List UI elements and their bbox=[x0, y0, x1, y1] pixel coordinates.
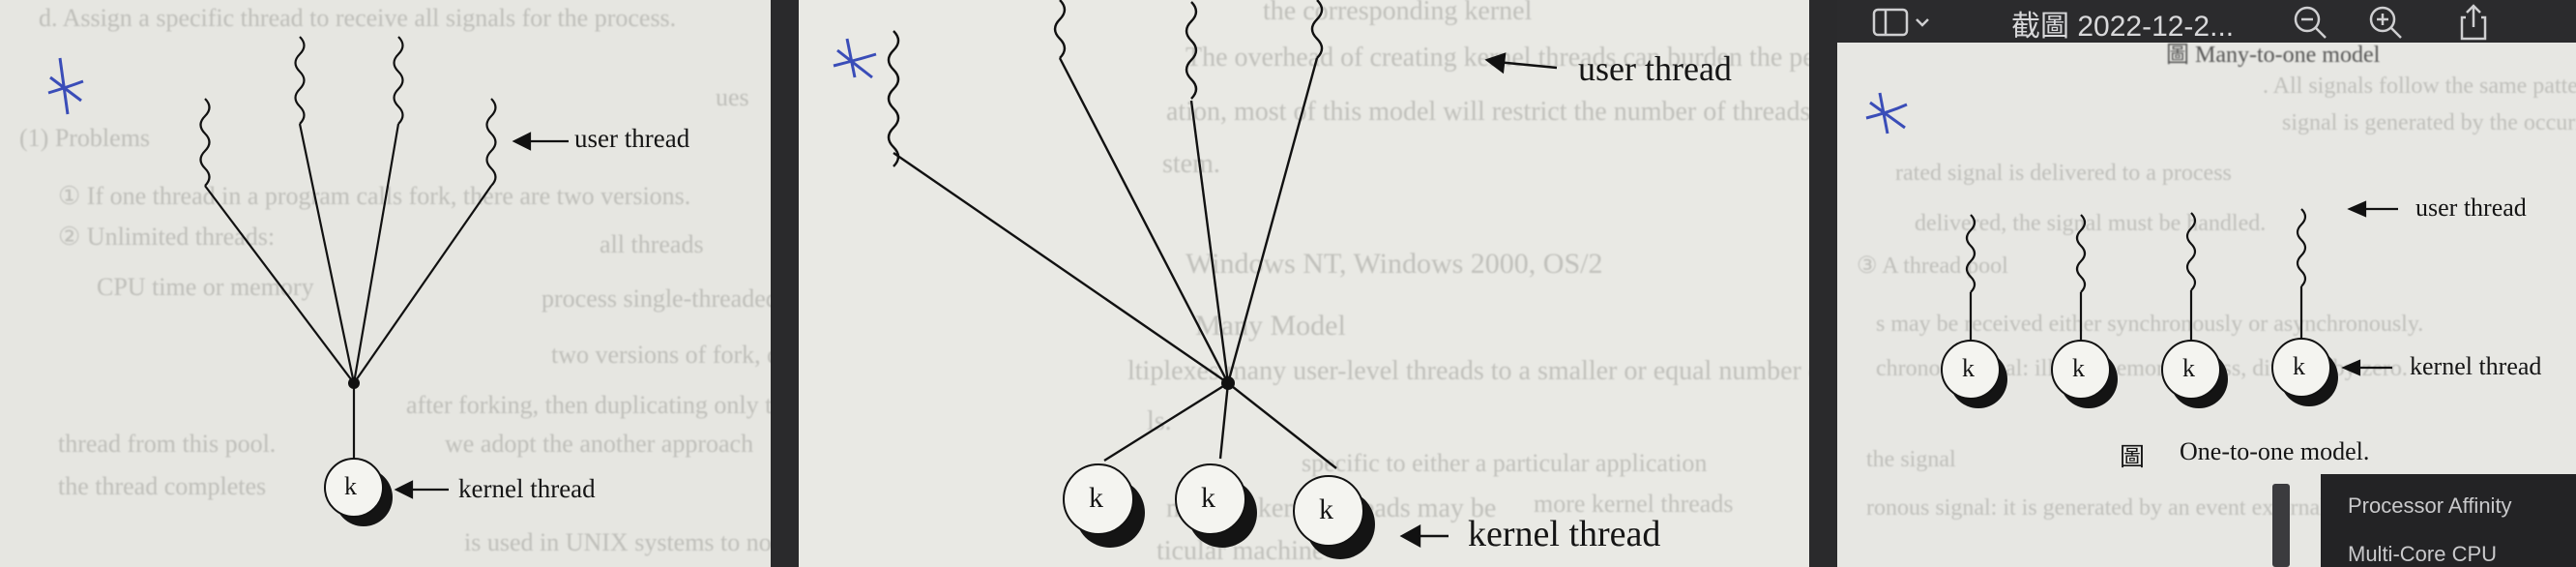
pen-mark-icon bbox=[47, 57, 84, 115]
bg-text-line: rated signal is delivered to a process bbox=[1895, 161, 2232, 186]
kernel-k-label: k bbox=[2182, 354, 2195, 382]
many-to-many-diagram bbox=[833, 0, 1558, 559]
many-to-one-diagram bbox=[47, 36, 569, 526]
bg-text-line: after forking, then duplicating only the… bbox=[406, 391, 771, 419]
window-gap bbox=[771, 0, 799, 567]
screenshot-panel-many-to-one: d. Assign a specific thread to receive a… bbox=[0, 0, 771, 567]
kernel-circle bbox=[2051, 340, 2111, 400]
user-thread-label: user thread bbox=[2415, 194, 2527, 222]
bg-text-line: (1) Problems bbox=[19, 124, 151, 152]
bg-text-line: two versions of fork, depending on the a… bbox=[551, 341, 771, 369]
bg-text-line: delivered, the signal must be handled. bbox=[1915, 211, 2267, 236]
user-thread-squiggle bbox=[2185, 212, 2197, 291]
kernel-k-label: k bbox=[344, 472, 357, 500]
screenshot-panel-many-to-many: the corresponding kernel The overhead of… bbox=[799, 0, 1809, 567]
user-thread-squiggle bbox=[1185, 1, 1198, 100]
figure-caption-icon: 圖 bbox=[2120, 443, 2146, 471]
user-thread-squiggle bbox=[2075, 214, 2087, 293]
bg-text-line: more kernel threads bbox=[1534, 490, 1734, 518]
sidebar-item-multi-core-cpu[interactable]: Multi-Core CPU bbox=[2348, 542, 2498, 566]
kernel-thread-label: kernel thread bbox=[2410, 352, 2542, 380]
bg-text-line: d. Assign a specific thread to receive a… bbox=[39, 4, 677, 32]
window-toolbar: 截圖 2022-12-2... bbox=[1837, 0, 2576, 43]
kernel-k-label: k bbox=[1089, 482, 1103, 514]
preview-window: 截圖 2022-12-2... 圖 Many-to-one model . Al… bbox=[1837, 0, 2576, 567]
kernel-circle bbox=[2161, 340, 2221, 400]
junction-dot bbox=[348, 377, 360, 389]
bg-text-line: all threads bbox=[600, 230, 704, 258]
kernel-thread-label: kernel thread bbox=[1468, 514, 1661, 554]
pen-mark-icon bbox=[1865, 92, 1908, 134]
window-gap bbox=[1809, 0, 1837, 567]
kernel-circle bbox=[1293, 475, 1364, 547]
user-thread-squiggle bbox=[294, 36, 306, 125]
bg-text-line: process single-threaded bbox=[542, 284, 771, 313]
junction-dot bbox=[1221, 376, 1235, 390]
share-icon[interactable] bbox=[2456, 4, 2495, 41]
user-thread-label: user thread bbox=[1578, 49, 1732, 88]
bg-text-line: ues bbox=[716, 83, 749, 111]
bg-text-line: ronous signal: it is generated by an eve… bbox=[1866, 495, 2327, 521]
sidebar-toggle-icon[interactable] bbox=[1872, 4, 1940, 39]
window-title: 截圖 2022-12-2... bbox=[2011, 11, 2235, 43]
zoom-out-icon[interactable] bbox=[2292, 4, 2330, 39]
kernel-thread-label: kernel thread bbox=[458, 474, 596, 503]
kernel-circle bbox=[1941, 340, 2001, 400]
user-thread-squiggle bbox=[887, 30, 900, 167]
kernel-k-label: k bbox=[2293, 352, 2305, 380]
kernel-circle bbox=[2271, 338, 2331, 398]
bg-text-line: ation, most of this model will restrict … bbox=[1166, 97, 1809, 127]
bg-text-line: the corresponding kernel bbox=[1263, 0, 1533, 26]
user-thread-label: user thread bbox=[574, 124, 690, 153]
kernel-k-label: k bbox=[1962, 354, 1975, 382]
bg-text-line: the thread completes bbox=[58, 472, 267, 500]
user-thread-squiggle bbox=[1053, 0, 1067, 59]
kernel-circle bbox=[1175, 463, 1246, 535]
bg-text-line: is used in UNIX systems to notify a proc… bbox=[464, 528, 771, 556]
user-thread-squiggle bbox=[2296, 208, 2307, 287]
kernel-circle bbox=[324, 458, 384, 518]
bg-text-line: ② Unlimited threads: bbox=[58, 223, 276, 251]
bg-text-line: ① If one thread in a program calls fork,… bbox=[58, 182, 691, 210]
one-to-one-diagram bbox=[1865, 92, 2398, 408]
top-caption: 圖 Many-to-one model bbox=[2166, 43, 2381, 68]
user-thread-squiggle bbox=[1965, 214, 1976, 293]
kernel-k-label: k bbox=[2072, 354, 2085, 382]
bg-text-line: s may be received either synchronously o… bbox=[1876, 312, 2424, 337]
scrollbar[interactable] bbox=[2272, 484, 2290, 567]
user-thread-squiggle bbox=[485, 98, 497, 187]
user-thread-squiggle bbox=[393, 36, 404, 125]
bg-text-line: specific to either a particular applicat… bbox=[1302, 449, 1708, 477]
bg-text-line: signal is generated by the occurrence of… bbox=[2282, 110, 2576, 135]
bg-text-line: the signal bbox=[1866, 447, 1956, 472]
kernel-circle bbox=[1063, 463, 1134, 535]
bg-text-line: ③ A thread pool bbox=[1857, 254, 2008, 279]
user-thread-squiggle bbox=[1310, 0, 1324, 59]
bg-text-line: CPU time or memory bbox=[97, 273, 314, 301]
kernel-k-label: k bbox=[1201, 482, 1215, 514]
figure-caption: One-to-one model. bbox=[2180, 437, 2370, 465]
sidebar-item-processor-affinity[interactable]: Processor Affinity bbox=[2348, 493, 2512, 518]
bg-text-line: Windows NT, Windows 2000, OS/2 bbox=[1186, 248, 1603, 280]
bg-text-line: ltiplexes many user-level threads to a s… bbox=[1127, 356, 1809, 386]
pen-mark-icon bbox=[833, 38, 877, 79]
sidebar-panel: Processor Affinity Multi-Core CPU bbox=[2321, 474, 2576, 567]
bg-text-line: . All signals follow the same pattern: bbox=[2263, 74, 2576, 99]
kernel-k-label: k bbox=[1319, 493, 1333, 525]
bg-text-line: thread from this pool. bbox=[58, 430, 277, 458]
bg-text-line: stem. bbox=[1162, 149, 1220, 179]
user-thread-squiggle bbox=[199, 98, 211, 187]
image-canvas: 圖 Many-to-one model . All signals follow… bbox=[1837, 43, 2576, 567]
bg-text-line: we adopt the another approach bbox=[445, 430, 754, 458]
zoom-in-icon[interactable] bbox=[2367, 4, 2406, 39]
